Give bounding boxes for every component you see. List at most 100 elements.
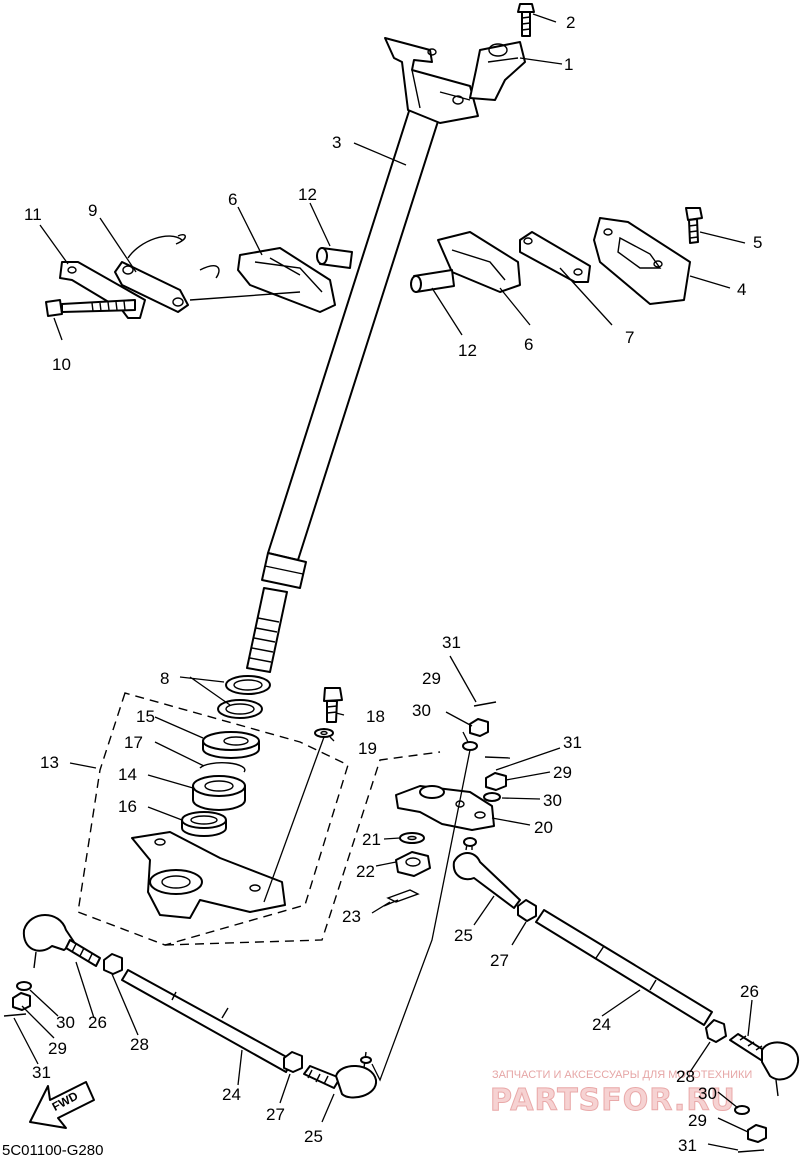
plate-part-7 [519,231,591,283]
leader-lines [13,13,753,1151]
circlip-part-17 [199,762,246,773]
callout-10: 10 [52,355,71,374]
callout-20: 20 [534,818,553,837]
callout-7: 7 [625,328,634,347]
callout-22: 22 [356,862,375,881]
seal-part-16 [181,811,227,837]
bolt-part-10 [45,299,136,317]
steering-shaft [246,37,479,673]
callout-6-right: 6 [524,335,533,354]
locknut-part-27-left [283,1051,303,1073]
callout-16: 16 [118,797,137,816]
callout-25-left: 25 [304,1127,323,1146]
cotter-part-31-left [3,1013,27,1017]
nut-part-29-upper [469,718,489,737]
seal-part-8 [217,675,271,719]
callout-30-right: 30 [698,1084,717,1103]
callout-29-left: 29 [48,1039,67,1058]
bolt-part-5 [685,207,703,244]
watermark-brand: PARTSFOR.RU [490,1083,736,1118]
washer-part-30-left [16,981,32,991]
callout-9: 9 [88,201,97,220]
fwd-arrow-icon: FWD [29,1081,95,1129]
callout-31-upper: 31 [442,633,461,652]
tie-rod-end-part-26-left [22,914,101,969]
callout-5: 5 [753,233,762,252]
lower-holder [131,831,286,919]
callout-30-mid: 30 [543,791,562,810]
watermark: ЗАПЧАСТИ И АКСЕССУАРЫ ДЛЯ МОТОТЕХНИКИ PA… [490,1069,753,1119]
callout-21: 21 [362,830,381,849]
cotter-part-31-mid [484,756,511,759]
callout-30-left: 30 [56,1013,75,1032]
cotter-part-31-upper [473,701,497,707]
diagram-code: 5C01100-G280 [2,1142,103,1159]
callout-4: 4 [737,280,746,299]
clamp-part-6-left [237,247,336,313]
cotter-pin-part-23 [383,889,420,907]
tie-rod-end-part-25-left [303,1051,378,1099]
locknut-part-28-right [705,1019,727,1043]
bearing-part-14 [192,775,246,811]
bolt-part-18 [323,687,343,723]
washer-part-21 [399,832,425,844]
callout-1: 1 [564,55,573,74]
tie-rod-end-part-25-right [452,837,521,909]
callout-31-right: 31 [678,1136,697,1155]
bracket-part-4 [593,217,691,305]
callout-26-right: 26 [740,982,759,1001]
upper-clamp-part-1 [469,41,526,101]
locknut-part-28-left [103,953,123,975]
callout-18: 18 [366,707,385,726]
callout-28-right: 28 [676,1067,695,1086]
callout-23: 23 [342,907,361,926]
locknut-part-27-right [517,899,537,922]
callout-29-mid: 29 [553,763,572,782]
washer-part-19 [314,728,334,738]
callout-29-right: 29 [688,1111,707,1130]
callout-6-left: 6 [228,190,237,209]
washer-part-30-mid [483,792,501,802]
washer-part-30-upper [462,741,478,751]
cotter-part-31-right [737,1149,765,1153]
nut-part-29-mid [485,772,507,791]
pitman-arm-part-20 [395,785,495,831]
callout-17: 17 [124,733,143,752]
nut-part-22 [395,851,431,877]
callout-24-right: 24 [592,1015,611,1034]
watermark-caption: ЗАПЧАСТИ И АКСЕССУАРЫ ДЛЯ МОТОТЕХНИКИ [492,1069,752,1081]
callout-3: 3 [332,133,341,152]
nut-part-29-left [12,992,31,1011]
callout-26-left: 26 [88,1013,107,1032]
callout-19: 19 [358,739,377,758]
plate-part-9 [114,234,301,313]
callout-numbers: 2 1 3 5 4 6 12 9 11 10 12 6 7 8 15 17 14… [24,13,762,1155]
collar-part-12-left [316,247,353,269]
washer-part-15 [202,731,260,759]
callout-12-right: 12 [458,341,477,360]
tie-rod-part-24-left [121,969,293,1073]
tie-rod-part-24-right [535,909,713,1026]
callout-2: 2 [566,13,575,32]
callout-31-mid: 31 [563,733,582,752]
callout-30-upper: 30 [412,701,431,720]
callout-27-right: 27 [490,951,509,970]
callout-31-left: 31 [32,1063,51,1082]
callout-29-upper: 29 [422,669,441,688]
callout-24-left: 24 [222,1085,241,1104]
washer-part-30-right [734,1105,750,1115]
callout-25-right: 25 [454,926,473,945]
callout-8: 8 [160,669,169,688]
callout-15: 15 [136,707,155,726]
callout-12-left: 12 [298,185,317,204]
callout-28-left: 28 [130,1035,149,1054]
callout-27-left: 27 [266,1105,285,1124]
callout-13: 13 [40,753,59,772]
nut-part-29-right [747,1124,767,1143]
callout-14: 14 [118,765,137,784]
assembly-outline-13 [77,692,441,946]
collar-part-12-right [410,269,455,293]
tie-rod-end-part-26-right [729,1033,800,1097]
callout-11: 11 [24,205,42,224]
